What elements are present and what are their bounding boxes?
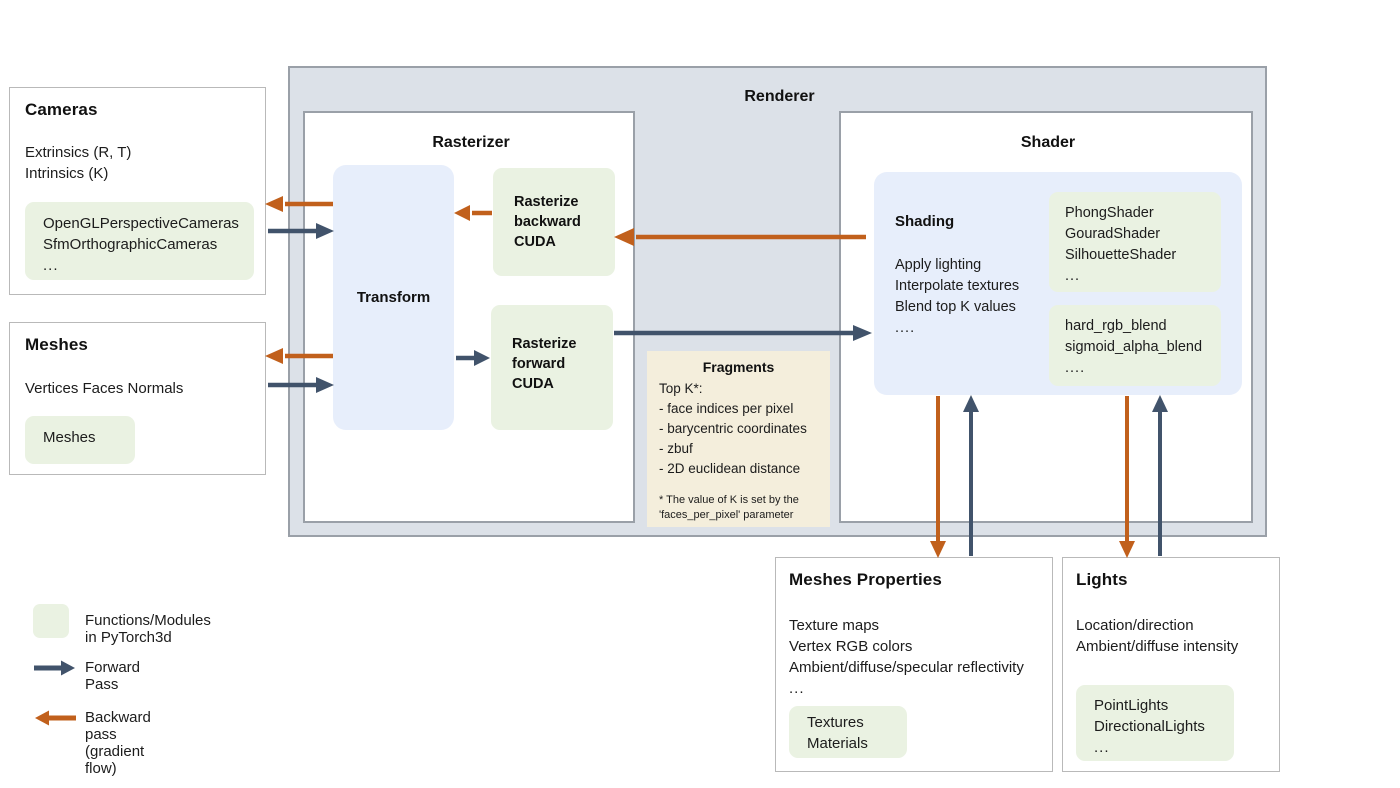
meshes-properties-module-1: Materials <box>807 735 868 752</box>
shading-title: Shading <box>895 213 955 230</box>
fragments-note: * The value of K is set by the 'faces_pe… <box>659 493 827 523</box>
rasterize-forward-line-1: Rasterize <box>512 336 577 352</box>
fragments-note-line-2: 'faces_per_pixel' parameter <box>659 509 794 521</box>
blend-module-0: hard_rgb_blend <box>1065 318 1167 334</box>
fragments-intro: Top K*: <box>659 381 703 396</box>
lights-module-1: DirectionalLights <box>1094 718 1205 735</box>
forward-arrow-icon <box>34 660 75 676</box>
shading-line-3: .... <box>895 320 916 336</box>
backward-arrow-icon <box>35 710 76 726</box>
blend-module-1: sigmoid_alpha_blend <box>1065 339 1203 355</box>
shading-line-1: Interpolate textures <box>895 278 1020 294</box>
meshes-properties-card: Meshes Properties Texture maps Vertex RG… <box>775 557 1053 772</box>
shading-block[interactable]: Shading Apply lighting Interpolate textu… <box>874 172 1242 395</box>
fragments-list: Top K*: - face indices per pixel - baryc… <box>659 379 834 479</box>
meshes-lines: Vertices Faces Normals <box>25 378 183 399</box>
shading-line-2: Blend top K values <box>895 299 1016 315</box>
meshes-properties-line-0: Texture maps <box>789 617 880 634</box>
meshes-title: Meshes <box>25 335 88 354</box>
transform-block[interactable]: Transform <box>333 165 454 430</box>
transform-label: Transform <box>356 289 431 306</box>
meshes-line-0: Vertices Faces Normals <box>25 380 184 397</box>
lights-module-0: PointLights <box>1094 697 1169 714</box>
lights-lines: Location/direction Ambient/diffuse inten… <box>1076 615 1238 657</box>
cameras-title: Cameras <box>25 100 98 119</box>
meshes-properties-line-3: ... <box>789 680 805 697</box>
shader-module-0: PhongShader <box>1065 205 1154 221</box>
fragments-item-2: - zbuf <box>659 441 693 456</box>
module-swatch-icon <box>33 604 69 638</box>
shader-module-2: SilhouetteShader <box>1065 247 1177 263</box>
meshes-properties-lines: Texture maps Vertex RGB colors Ambient/d… <box>789 615 1024 699</box>
fragments-note-line-1: * The value of K is set by the <box>659 494 799 506</box>
rasterize-backward-line-3: CUDA <box>514 234 556 250</box>
rasterizer-title: Rasterizer <box>432 134 510 151</box>
cameras-module-1: SfmOrthographicCameras <box>43 236 218 253</box>
lights-title: Lights <box>1076 570 1128 589</box>
fragments-item-3: - 2D euclidean distance <box>659 461 801 476</box>
lights-line-0: Location/direction <box>1076 617 1194 634</box>
shading-line-0: Apply lighting <box>895 257 982 273</box>
shading-lines: Apply lighting Interpolate textures Blen… <box>895 255 1019 339</box>
rasterize-forward-line-3: CUDA <box>512 376 554 392</box>
meshes-properties-module-0: Textures <box>807 714 864 731</box>
legend-label-forward: Forward Pass <box>85 659 141 693</box>
shader-title: Shader <box>1020 134 1076 151</box>
meshes-properties-modules-block[interactable]: Textures Materials <box>789 706 907 758</box>
blend-modules-block[interactable]: hard_rgb_blend sigmoid_alpha_blend .... <box>1049 305 1221 386</box>
rasterize-forward-line-2: forward <box>512 356 566 372</box>
lights-modules-block[interactable]: PointLights DirectionalLights ... <box>1076 685 1234 761</box>
meshes-properties-line-1: Vertex RGB colors <box>789 638 913 655</box>
lights-line-1: Ambient/diffuse intensity <box>1076 638 1239 655</box>
meshes-properties-line-2: Ambient/diffuse/specular reflectivity <box>789 659 1024 676</box>
cameras-line-0: Extrinsics (R, T) <box>25 144 132 161</box>
fragments-box: Fragments Top K*: - face indices per pix… <box>647 351 830 527</box>
meshes-card: Meshes Vertices Faces Normals Meshes <box>9 322 266 475</box>
fragments-item-0: - face indices per pixel <box>659 401 794 416</box>
legend-label-backward: Backward pass (gradient flow) <box>85 709 151 777</box>
rasterize-backward-line-2: backward <box>514 214 581 230</box>
lights-card: Lights Location/direction Ambient/diffus… <box>1062 557 1280 772</box>
cameras-module-0: OpenGLPerspectiveCameras <box>43 215 239 232</box>
blend-module-2: .... <box>1065 360 1086 376</box>
meshes-properties-title: Meshes Properties <box>789 570 942 589</box>
legend-label-modules: Functions/Modules in PyTorch3d <box>85 612 211 646</box>
fragments-item-1: - barycentric coordinates <box>659 421 807 436</box>
meshes-module-0: Meshes <box>43 429 96 446</box>
rasterize-forward-cuda-block[interactable]: Rasterize forward CUDA <box>491 305 613 430</box>
cameras-card: Cameras Extrinsics (R, T) Intrinsics (K)… <box>9 87 266 295</box>
shader-module-3: ... <box>1065 268 1081 284</box>
cameras-modules-block[interactable]: OpenGLPerspectiveCameras SfmOrthographic… <box>25 202 254 280</box>
renderer-title: Renderer <box>744 88 815 105</box>
meshes-modules-block[interactable]: Meshes <box>25 416 135 464</box>
rasterize-backward-cuda-block[interactable]: Rasterize backward CUDA <box>493 168 615 276</box>
rasterize-backward-line-1: Rasterize <box>514 194 579 210</box>
cameras-line-1: Intrinsics (K) <box>25 165 109 182</box>
lights-module-2: ... <box>1094 739 1110 756</box>
cameras-lines: Extrinsics (R, T) Intrinsics (K) <box>25 142 131 184</box>
cameras-module-2: ... <box>43 257 59 274</box>
fragments-title: Fragments <box>702 359 775 375</box>
shader-module-1: GouradShader <box>1065 226 1161 242</box>
shader-modules-block[interactable]: PhongShader GouradShader SilhouetteShade… <box>1049 192 1221 292</box>
